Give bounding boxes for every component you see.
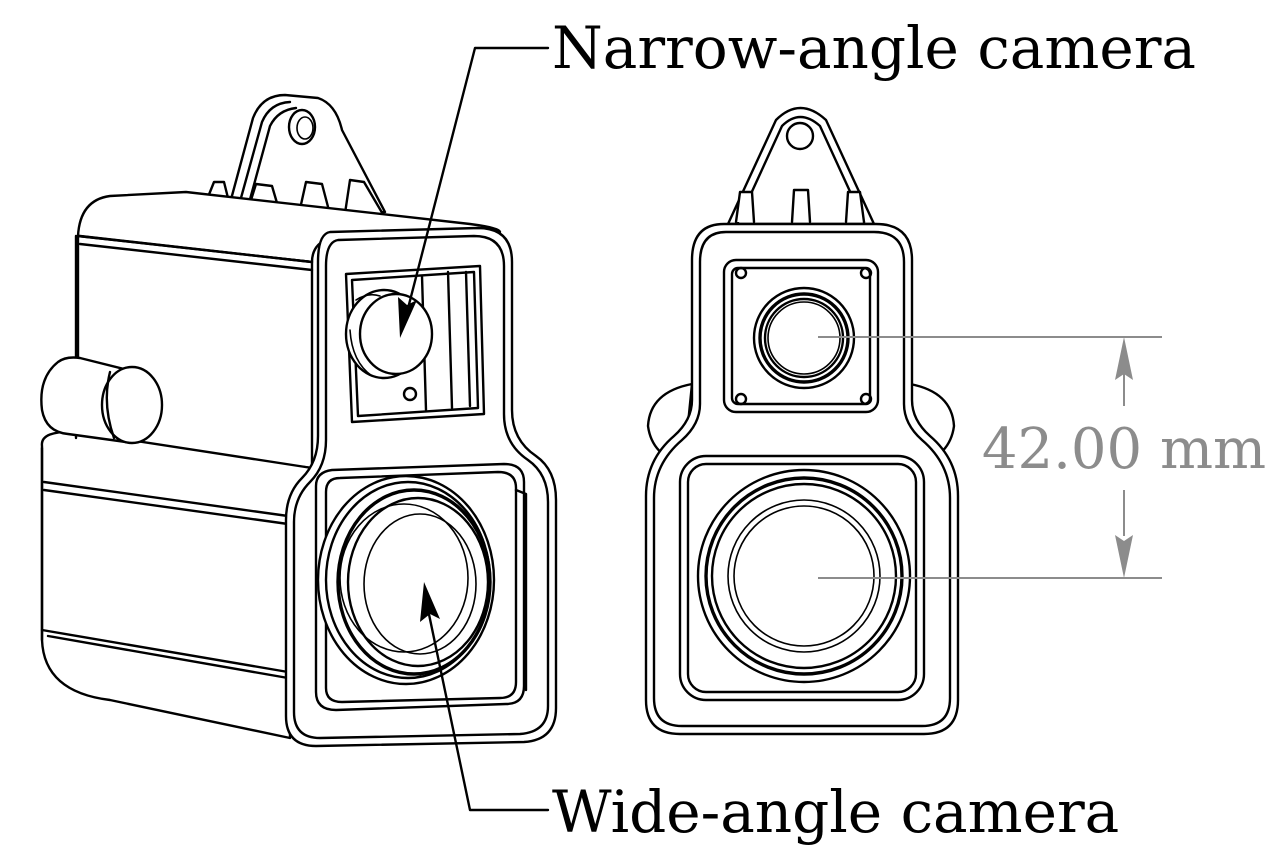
iso-side-knob bbox=[40, 356, 164, 445]
wide-camera-arrow-icon bbox=[420, 582, 440, 622]
iso-wide-lens bbox=[316, 474, 496, 686]
wide-camera-label: Wide-angle camera bbox=[552, 778, 1119, 846]
dimension-arrow-up-icon bbox=[1115, 337, 1133, 380]
wide-camera-callout: Wide-angle camera bbox=[420, 582, 1119, 846]
narrow-camera-leader bbox=[403, 46, 550, 322]
front-camera-view bbox=[644, 106, 960, 736]
wide-camera-leader bbox=[424, 598, 550, 812]
narrow-camera-label: Narrow-angle camera bbox=[552, 14, 1196, 82]
isometric-camera-view bbox=[40, 93, 558, 748]
front-mount-tab bbox=[726, 106, 876, 226]
front-wide-window bbox=[678, 454, 926, 702]
dimension-annotation: 42.00 mm bbox=[818, 336, 1266, 579]
front-wide-lens bbox=[696, 468, 912, 684]
dimension-label: 42.00 mm bbox=[982, 417, 1266, 482]
narrow-camera-arrow-icon bbox=[398, 297, 417, 338]
front-clips bbox=[734, 188, 866, 224]
narrow-camera-callout: Narrow-angle camera bbox=[398, 14, 1196, 338]
dimension-arrow-down-icon bbox=[1115, 535, 1133, 578]
